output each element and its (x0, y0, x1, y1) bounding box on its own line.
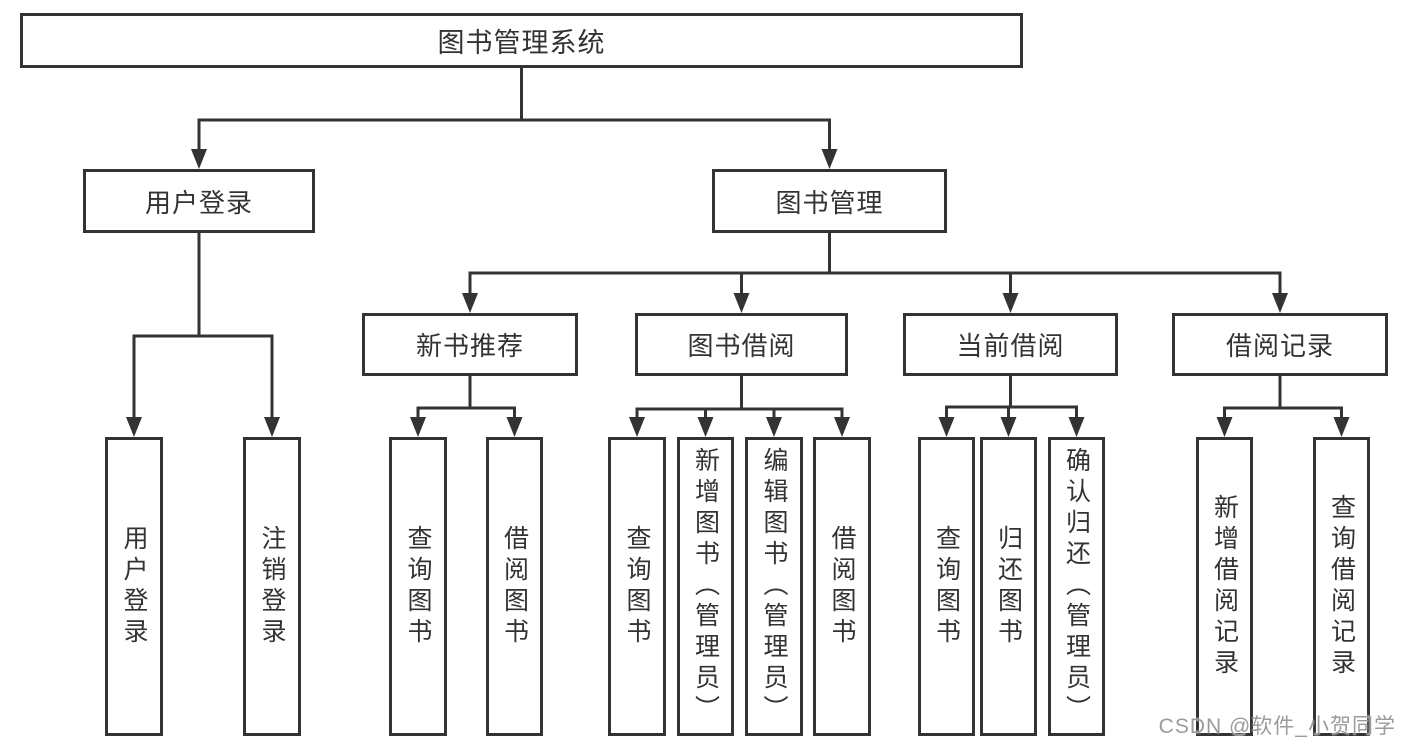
node-newbook: 新书推荐 (362, 313, 578, 376)
node-current: 当前借阅 (903, 313, 1118, 376)
arrowhead-icon (938, 417, 955, 437)
node-leaf-bor-borrow: 借阅图书 (813, 437, 871, 736)
node-root: 图书管理系统 (20, 13, 1023, 68)
arrowhead-icon (1002, 293, 1019, 313)
arrowhead-icon (1068, 417, 1085, 437)
node-leaf-cur-query: 查询图书 (918, 437, 975, 736)
node-borrow: 图书借阅 (635, 313, 848, 376)
arrowhead-icon (629, 417, 645, 437)
arrowhead-icon (410, 417, 426, 437)
watermark-text: CSDN @软件_小贺同学 (1158, 715, 1396, 738)
node-leaf-bor-edit: 编辑图书（管理员） (745, 437, 803, 736)
node-leaf-bor-query: 查询图书 (608, 437, 666, 736)
node-leaf-cur-confirm: 确认归还（管理员） (1048, 437, 1105, 736)
node-records: 借阅记录 (1172, 313, 1388, 376)
node-leaf-new-borrow: 借阅图书 (486, 437, 543, 736)
arrowhead-icon (264, 417, 280, 437)
arrowhead-icon (1216, 417, 1233, 437)
node-leaf-bor-add: 新增图书（管理员） (677, 437, 734, 736)
arrowhead-icon (126, 417, 142, 437)
node-leaf-logout: 注销登录 (243, 437, 301, 736)
node-leaf-new-query: 查询图书 (389, 437, 447, 736)
node-leaf-rec-add: 新增借阅记录 (1196, 437, 1253, 736)
arrowhead-icon (766, 417, 782, 437)
arrowhead-icon (697, 417, 714, 437)
node-leaf-rec-query: 查询借阅记录 (1313, 437, 1370, 736)
node-bookmgmt: 图书管理 (712, 169, 947, 233)
arrowhead-icon (733, 293, 750, 313)
arrowhead-icon (821, 149, 838, 169)
node-leaf-cur-return: 归还图书 (980, 437, 1037, 736)
arrowhead-icon (462, 293, 478, 313)
arrowhead-icon (506, 417, 523, 437)
arrowhead-icon (834, 417, 850, 437)
arrowhead-icon (1272, 293, 1288, 313)
arrowhead-icon (1333, 417, 1350, 437)
node-login: 用户登录 (83, 169, 315, 233)
arrowhead-icon (1000, 417, 1017, 437)
node-leaf-user-login: 用户登录 (105, 437, 163, 736)
arrowhead-icon (191, 149, 207, 169)
